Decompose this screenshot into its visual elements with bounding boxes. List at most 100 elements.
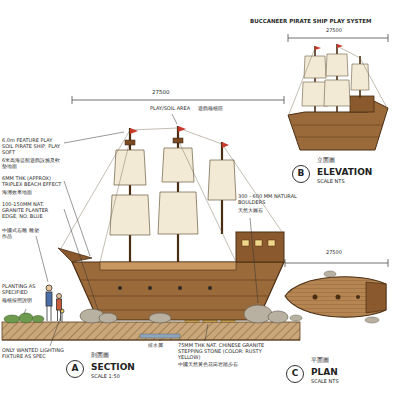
ship-elevation — [315, 44, 343, 50]
leader-line — [64, 132, 124, 143]
scale-note: SCALE 1:50 — [91, 374, 120, 380]
ship-elevation — [315, 46, 321, 50]
leader-line — [250, 218, 258, 303]
area-label: 遊戲種植區 — [198, 106, 233, 112]
crows-nest — [125, 140, 135, 145]
marker-letter: A — [67, 361, 83, 377]
ship-plan — [285, 271, 386, 323]
rigging — [60, 130, 130, 250]
ship-plan — [313, 295, 318, 300]
ship-section — [255, 240, 262, 246]
ground-section — [2, 322, 300, 340]
ship-section — [100, 262, 236, 270]
lighting-fixture — [62, 312, 63, 322]
material-note: 排水層 — [148, 343, 178, 349]
material-note: 300 - 600 MM NATURAL BOULDERS — [238, 194, 298, 206]
ship-elevation — [326, 54, 348, 76]
ship-elevation — [337, 44, 343, 48]
person-figure — [46, 292, 52, 306]
ship-elevation — [350, 96, 374, 112]
view-title: ELEVATION — [317, 168, 372, 178]
person-figure — [46, 285, 62, 321]
scale-note: SCALE NTS — [317, 179, 345, 185]
rigging — [222, 144, 282, 232]
material-note: 天然大圓石 — [238, 208, 298, 214]
dimension-line — [72, 100, 284, 101]
ground-section — [2, 339, 300, 340]
dimension-line — [285, 263, 388, 264]
ship-section — [236, 232, 284, 262]
flag — [130, 128, 138, 134]
material-note: 中國式石雕 雕塑 作品 — [2, 228, 42, 240]
leader-line — [172, 114, 177, 124]
dimension-line — [285, 259, 286, 267]
ship-elevation — [360, 58, 386, 106]
flag — [178, 126, 186, 132]
crows-nest — [173, 138, 183, 143]
ship-plan — [285, 277, 386, 317]
ground-section — [140, 334, 180, 338]
sail — [162, 148, 194, 182]
marker-letter: C — [287, 366, 303, 382]
person-figure — [57, 294, 62, 299]
view-title-chinese: 剖面圖 — [91, 352, 109, 359]
ship-section — [242, 240, 249, 246]
leader-line — [64, 209, 98, 310]
sail — [208, 160, 236, 200]
ship-elevation — [324, 80, 350, 106]
leader-line — [24, 309, 26, 314]
lighting-note: ONLY WANTED LIGHTING FIXTURE AS SPEC — [2, 348, 64, 360]
sail — [110, 195, 150, 235]
ship-plan — [366, 282, 386, 313]
dimension-line — [284, 96, 285, 104]
marker-letter: B — [293, 166, 309, 182]
leader-line — [205, 324, 208, 341]
person-figure — [57, 299, 62, 310]
boulder — [268, 311, 288, 323]
material-note: 6.0m FEATURE PLAY SOIL PIRATE SHIP, PLAY… — [2, 138, 62, 155]
material-note: 6MM THK (APPROX) TRIPLEX BEACH EFFECT — [2, 176, 62, 188]
ship-elevation — [288, 44, 388, 150]
rigging — [178, 128, 222, 144]
ship-section — [178, 286, 182, 290]
view-title: SECTION — [91, 363, 135, 373]
person-figure — [47, 306, 48, 321]
ship-section — [80, 280, 276, 310]
ship-elevation — [289, 46, 386, 114]
ship-section — [118, 286, 212, 290]
planting — [4, 315, 20, 323]
ship-plan — [290, 315, 302, 321]
ship-elevation — [304, 56, 326, 78]
ship-section — [208, 286, 212, 290]
person-figure — [60, 310, 61, 321]
ship-elevation — [351, 64, 369, 90]
ship-elevation — [296, 137, 379, 138]
ship-section — [58, 248, 92, 262]
material-note: 100-150MM NAT. GRANITE PLANTER EDGE, NO.… — [2, 202, 62, 219]
ship-plan — [365, 317, 379, 323]
ship-elevation — [289, 48, 315, 114]
planting — [19, 313, 33, 323]
dimension-line — [72, 34, 388, 267]
material-note: 6米高海盜船遊戲設施及軟墊地面 — [2, 158, 62, 170]
planting-note: PLANTING AS SPECIFIED — [2, 284, 42, 296]
flag — [222, 142, 229, 148]
ship-plan — [336, 295, 341, 300]
sail — [158, 192, 198, 234]
ship-plan — [313, 295, 361, 300]
person-figure — [57, 310, 58, 321]
planting — [32, 316, 44, 323]
material-note: 中國天然黃色花崗岩踏步石 — [178, 362, 278, 368]
boulder — [99, 313, 117, 323]
ship-section — [148, 286, 152, 290]
ship-section — [118, 286, 122, 290]
view-title: PLAN — [311, 368, 338, 378]
planting — [4, 313, 44, 323]
rigging — [130, 128, 178, 130]
section-marker: CPLANSCALE NTS平面圖 — [286, 365, 304, 383]
ship-plan — [324, 271, 336, 277]
material-note: 海灘效果地面 — [2, 190, 62, 196]
person-figure — [51, 306, 52, 321]
ship-section — [268, 240, 275, 246]
dimension-line — [288, 34, 289, 42]
